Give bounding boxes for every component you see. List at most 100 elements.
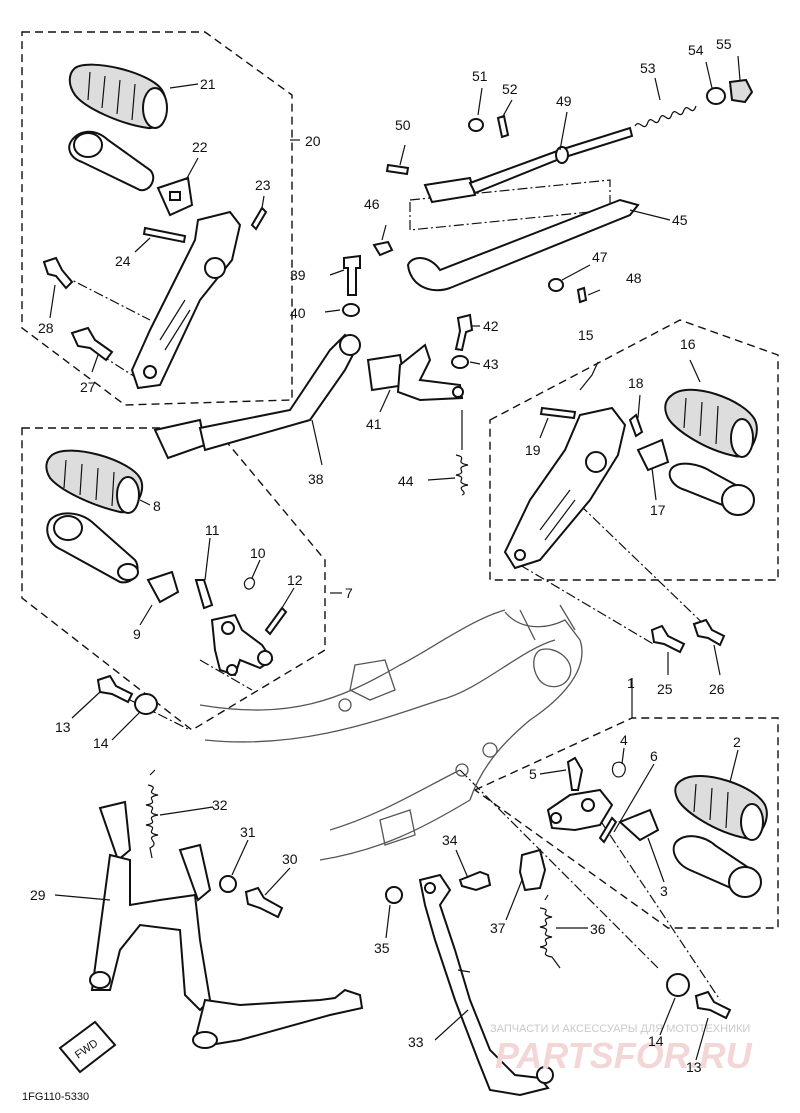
callout-55: 55 bbox=[716, 36, 732, 52]
washer-51 bbox=[468, 118, 484, 132]
callout-13-left: 13 bbox=[55, 719, 71, 735]
washer-4 bbox=[611, 761, 626, 778]
callout-14-right: 14 bbox=[648, 1033, 664, 1049]
callout-12: 12 bbox=[287, 572, 303, 588]
bracket-7 bbox=[210, 613, 274, 677]
pin-18 bbox=[628, 413, 644, 438]
bolt-42 bbox=[454, 313, 474, 352]
callout-24: 24 bbox=[115, 253, 131, 269]
bolt-39 bbox=[343, 254, 361, 296]
plate-37 bbox=[518, 848, 547, 892]
callout-25: 25 bbox=[657, 681, 673, 697]
callout-11: 11 bbox=[205, 522, 220, 538]
callout-31: 31 bbox=[240, 824, 256, 840]
bolt-30 bbox=[244, 886, 284, 919]
footrest-bar-7 bbox=[46, 512, 139, 584]
callout-27: 27 bbox=[80, 379, 96, 395]
callout-8: 8 bbox=[153, 498, 161, 514]
callout-41: 41 bbox=[366, 416, 382, 432]
rod-49 bbox=[423, 126, 634, 204]
plate-22 bbox=[156, 176, 194, 217]
callout-22: 22 bbox=[192, 139, 208, 155]
collar-14-right bbox=[666, 973, 690, 997]
brake-pedal-38 bbox=[153, 333, 361, 460]
callout-47: 47 bbox=[592, 249, 608, 265]
callout-42: 42 bbox=[483, 318, 499, 334]
bracket-15 bbox=[503, 406, 627, 570]
bolt-13-left bbox=[96, 674, 134, 704]
callout-32: 32 bbox=[212, 797, 228, 813]
footrest-bar-20 bbox=[68, 130, 155, 192]
callout-49: 49 bbox=[556, 93, 572, 109]
callout-46: 46 bbox=[364, 196, 380, 212]
bolt-24 bbox=[142, 226, 187, 244]
callout-28: 28 bbox=[38, 320, 54, 336]
callout-40: 40 bbox=[290, 305, 306, 321]
watermark-tagline: ЗАПЧАСТИ И АКСЕССУАРЫ ДЛЯ МОТОТЕХНИКИ bbox=[490, 1023, 750, 1035]
cotter-52 bbox=[496, 114, 510, 139]
nut-35 bbox=[385, 886, 403, 904]
fwd-arrow: FWD bbox=[58, 1020, 117, 1074]
callout-21: 21 bbox=[200, 76, 216, 92]
group-box-15 bbox=[489, 319, 779, 581]
callout-10: 10 bbox=[250, 545, 266, 561]
group-box-7 bbox=[21, 427, 326, 731]
callout-14-left: 14 bbox=[93, 735, 109, 751]
plate-17 bbox=[636, 438, 670, 472]
leader-lines bbox=[49, 55, 741, 1061]
callout-20: 20 bbox=[305, 133, 321, 149]
pin-23 bbox=[250, 206, 268, 231]
side-stand-33 bbox=[418, 873, 554, 1097]
callout-15: 15 bbox=[578, 327, 594, 343]
watermark-logo: PARTSFOR.RU bbox=[495, 1035, 753, 1076]
centerline-27 bbox=[84, 344, 141, 381]
centerline-20 bbox=[61, 274, 151, 321]
callout-38: 38 bbox=[308, 471, 324, 487]
callout-34: 34 bbox=[442, 832, 458, 848]
group-box-1 bbox=[473, 717, 779, 929]
footrest-rubber-2 bbox=[674, 775, 768, 841]
callout-labels: 1 2 3 4 5 6 7 8 9 10 11 12 13 14 15 16 1… bbox=[30, 36, 741, 1075]
spring-32 bbox=[145, 769, 159, 859]
callout-53: 53 bbox=[640, 60, 656, 76]
callout-37: 37 bbox=[490, 920, 506, 936]
bolt-27 bbox=[70, 326, 114, 362]
callout-3: 3 bbox=[660, 883, 668, 899]
bolt-34 bbox=[458, 870, 492, 892]
frame-outline bbox=[199, 604, 583, 861]
spring-53 bbox=[634, 105, 697, 128]
bolt-19 bbox=[539, 406, 577, 420]
bolt-13-right bbox=[694, 990, 732, 1020]
washer-31 bbox=[219, 875, 237, 893]
center-stand-29 bbox=[89, 800, 364, 1049]
callout-45: 45 bbox=[672, 212, 688, 228]
bracket-20 bbox=[130, 210, 242, 390]
rod-45 bbox=[406, 198, 640, 292]
bolt-25 bbox=[650, 624, 686, 654]
callout-17: 17 bbox=[650, 502, 666, 518]
footrest-bar-15 bbox=[668, 462, 755, 516]
callout-19: 19 bbox=[525, 442, 541, 458]
callout-52: 52 bbox=[502, 81, 518, 97]
collar-14-left bbox=[134, 693, 158, 715]
callout-26: 26 bbox=[709, 681, 725, 697]
footrest-rubber-8 bbox=[45, 449, 143, 514]
callout-29: 29 bbox=[30, 887, 46, 903]
callout-7: 7 bbox=[345, 585, 353, 601]
callout-39: 39 bbox=[290, 267, 306, 283]
pin-11 bbox=[194, 579, 214, 610]
washer-40 bbox=[342, 303, 360, 317]
callout-35: 35 bbox=[374, 940, 390, 956]
centerline-1 bbox=[459, 769, 721, 1001]
callout-43: 43 bbox=[483, 356, 499, 372]
callout-44: 44 bbox=[398, 473, 414, 489]
callout-48: 48 bbox=[626, 270, 642, 286]
callout-54: 54 bbox=[688, 42, 704, 58]
callout-51: 51 bbox=[472, 68, 488, 84]
pin-48 bbox=[576, 286, 588, 304]
pin-50 bbox=[385, 163, 410, 176]
spring-36 bbox=[539, 894, 561, 969]
callout-36: 36 bbox=[590, 921, 606, 937]
